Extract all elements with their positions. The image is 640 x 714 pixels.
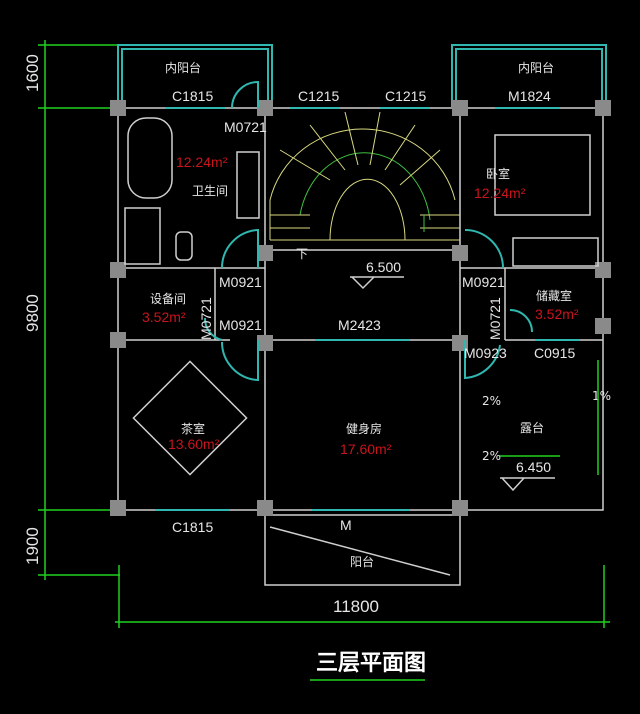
gym-area: 17.60m²: [340, 441, 392, 457]
level-floor: 6.500: [366, 259, 401, 275]
slope-b: 2%: [482, 449, 501, 463]
slope-a: 2%: [482, 394, 501, 408]
room-bathroom: 卫生间: [192, 184, 228, 198]
level-marker-icon: [350, 276, 404, 290]
label-m0921-b: M0921: [462, 274, 505, 290]
level-marker-icon: [500, 477, 555, 492]
label-m1824: M1824: [508, 88, 551, 104]
level-terrace: 6.450: [516, 459, 551, 475]
label-c1815-bottom: C1815: [172, 519, 213, 535]
dim-top-balcony: 1600: [23, 54, 42, 92]
storage-area: 3.52m²: [535, 306, 579, 322]
bathroom-area: 12.24m²: [176, 154, 228, 170]
tea-room-area: 13.60m²: [168, 436, 220, 452]
columns: [110, 100, 611, 516]
label-m0923: M0923: [464, 345, 507, 361]
label-m0721-b: M0721: [198, 297, 214, 340]
slope-c: 1%: [592, 389, 611, 403]
label-m0921-a: M0921: [219, 274, 262, 290]
spiral-stair: [269, 111, 460, 241]
label-m0721-a: M0721: [224, 119, 267, 135]
dim-total-width: 11800: [333, 597, 379, 616]
dim-main-depth: 9800: [23, 294, 42, 332]
plan-title: 三层平面图: [316, 651, 426, 676]
windows: [117, 44, 607, 511]
room-gym: 健身房: [346, 421, 382, 436]
balcony-slope-line: [269, 526, 451, 576]
label-c0915: C0915: [534, 345, 575, 361]
label-m-bottom: M: [340, 517, 352, 533]
room-balcony: 阳台: [350, 554, 374, 569]
room-tea: 茶室: [181, 421, 205, 436]
room-bedroom: 卧室: [486, 166, 510, 181]
bedroom-area: 12.24m²: [474, 185, 526, 201]
walls: [117, 107, 604, 586]
label-c1215-b: C1215: [385, 88, 426, 104]
stair-down-label: 下: [296, 247, 308, 261]
room-inner-balcony-right: 内阳台: [518, 60, 554, 75]
fixtures: [124, 117, 599, 476]
label-c1815-top: C1815: [172, 88, 213, 104]
room-storage: 储藏室: [536, 288, 572, 303]
label-m2423: M2423: [338, 317, 381, 333]
equipment-area: 3.52m²: [142, 309, 186, 325]
room-inner-balcony-left: 内阳台: [165, 60, 201, 75]
room-terrace: 露台: [520, 420, 544, 435]
room-equipment: 设备间: [150, 292, 186, 306]
dim-bottom-balcony: 1900: [23, 527, 42, 565]
label-c1215-a: C1215: [298, 88, 339, 104]
label-m0721-c: M0721: [487, 297, 503, 340]
label-m0921-c: M0921: [219, 317, 262, 333]
dimension-lines: [38, 40, 610, 628]
door-swings: [203, 80, 533, 382]
